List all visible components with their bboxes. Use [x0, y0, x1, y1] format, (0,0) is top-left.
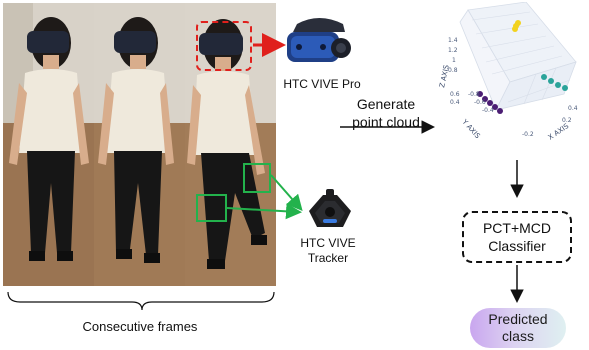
x-axis-label: X AXIS — [547, 122, 571, 142]
tracker-arrow-2 — [226, 203, 302, 220]
headset-label: HTC VIVE Pro — [283, 77, 361, 91]
tracker-label-line2: Tracker — [307, 251, 349, 265]
z-tick-4: 0.8 — [448, 67, 458, 74]
person-photo-2 — [94, 3, 185, 286]
predicted-class-pill: Predicted class — [470, 308, 566, 348]
y-tick-2: -0.4 — [482, 107, 494, 114]
predicted-class-line1: Predicted — [488, 311, 548, 327]
y-axis-label: Y AXIS — [460, 117, 482, 140]
generate-label-line2: point cloud — [352, 114, 420, 130]
z-axis-label: Z AXIS — [438, 64, 451, 89]
person-photo-1 — [3, 3, 94, 286]
vive-tracker-icon — [309, 189, 351, 227]
x-tick-1: 0.2 — [562, 117, 572, 124]
z-tick-3: 1 — [452, 57, 456, 64]
frame-3 — [185, 3, 276, 286]
tracker-label: HTC VIVE Tracker — [292, 236, 364, 266]
point-purple-1 — [477, 91, 483, 97]
z-tick-6: 0.4 — [450, 99, 460, 106]
point-yellow-2 — [515, 20, 521, 26]
headset-highlight-box — [196, 21, 252, 71]
frames-brace — [7, 291, 275, 311]
z-tick-1: 1.4 — [448, 37, 458, 44]
point-yellow-3 — [512, 26, 518, 32]
tracker-highlight-box-1 — [243, 163, 271, 193]
vive-pro-headset-icon — [287, 18, 351, 62]
point-purple-3 — [487, 100, 493, 106]
frame-1 — [3, 3, 94, 286]
y-tick-1: -0.2 — [522, 131, 534, 138]
classifier-line1: PCT+MCD — [482, 220, 552, 236]
tracker-label-line1: HTC VIVE — [300, 236, 356, 250]
point-teal-1 — [541, 74, 547, 80]
y-tick-4: -0.8 — [468, 91, 480, 98]
z-tick-5: 0.6 — [450, 91, 460, 98]
generate-label: Generate point cloud — [340, 95, 432, 131]
person-photo-3 — [185, 3, 276, 286]
point-teal-2 — [548, 78, 554, 84]
tracker-arrow-1 — [270, 174, 303, 212]
x-tick-2: 0.4 — [568, 105, 578, 112]
frame-2 — [94, 3, 185, 286]
classifier-box: PCT+MCD Classifier — [462, 211, 572, 263]
z-tick-2: 1.2 — [448, 47, 458, 54]
point-cloud-plot: 1.4 1.2 1 0.8 0.6 0.4 -0.2 -0.4 -0.6 -0.… — [438, 2, 578, 142]
point-purple-5 — [497, 108, 503, 114]
point-teal-3 — [555, 82, 561, 88]
point-teal-4 — [562, 85, 568, 91]
point-purple-2 — [482, 96, 488, 102]
tracker-highlight-box-2 — [196, 194, 227, 222]
generate-label-line1: Generate — [356, 96, 416, 112]
classifier-line2: Classifier — [488, 238, 546, 254]
predicted-class-line2: class — [502, 328, 534, 344]
y-tick-3: -0.6 — [474, 99, 486, 106]
frames-caption: Consecutive frames — [82, 319, 198, 334]
point-purple-4 — [492, 104, 498, 110]
